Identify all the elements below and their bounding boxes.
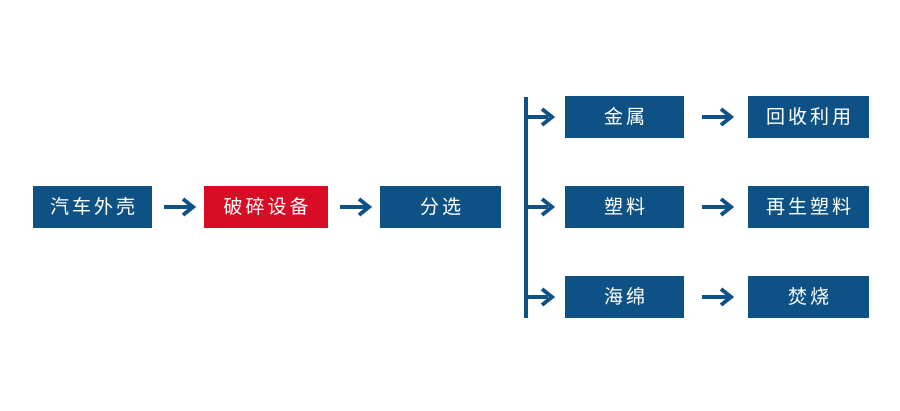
node-incineration[interactable]: 焚烧 bbox=[748, 276, 869, 318]
arrow-right-icon bbox=[702, 287, 735, 307]
node-car-shell[interactable]: 汽车外壳 bbox=[33, 186, 152, 228]
node-metal[interactable]: 金属 bbox=[565, 96, 684, 138]
arrow-right-icon bbox=[526, 287, 556, 307]
node-crushing-equipment[interactable]: 破碎设备 bbox=[204, 186, 328, 228]
arrow-right-icon bbox=[340, 197, 373, 217]
arrow-right-icon bbox=[164, 197, 197, 217]
arrow-right-icon bbox=[526, 107, 556, 127]
node-sorting[interactable]: 分选 bbox=[380, 186, 501, 228]
node-plastic[interactable]: 塑料 bbox=[565, 186, 684, 228]
arrow-right-icon bbox=[702, 197, 735, 217]
arrow-right-icon bbox=[702, 107, 735, 127]
node-regenerated-plastic[interactable]: 再生塑料 bbox=[748, 186, 869, 228]
node-recycling-reuse[interactable]: 回收利用 bbox=[748, 96, 869, 138]
arrow-right-icon bbox=[526, 197, 556, 217]
node-sponge[interactable]: 海绵 bbox=[565, 276, 684, 318]
